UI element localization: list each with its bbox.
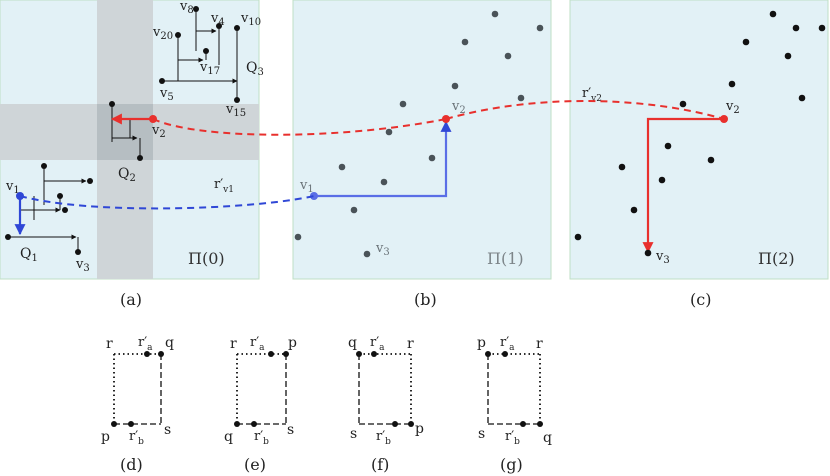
point-v5 xyxy=(159,78,165,84)
red-dashed-connector-2 xyxy=(445,100,725,120)
panel-c-region-label: Π(2) xyxy=(758,249,795,268)
panel-b-points xyxy=(294,10,544,258)
q3-staircase xyxy=(162,9,238,100)
caption-e: (e) xyxy=(244,455,266,474)
rect-e-tr: p xyxy=(288,335,297,351)
rect-d-br: s xyxy=(164,422,171,438)
panel-b-region-label: Π(1) xyxy=(487,249,524,268)
point-v17 xyxy=(203,48,209,54)
rect-f: q r s p r′a r′b (f) xyxy=(348,335,424,474)
rect-e-tl: r xyxy=(230,336,237,352)
rect-e-bl: q xyxy=(224,429,233,445)
panel-c-red-path xyxy=(642,117,724,254)
rect-g-br: q xyxy=(543,430,552,446)
rect-e-br: s xyxy=(287,422,294,438)
panel-c: v2 v3 r′v2 Π(2) xyxy=(569,0,829,280)
panel-b-blue-path xyxy=(314,120,452,198)
rect-d-tr: q xyxy=(165,335,174,351)
caption-g: (g) xyxy=(500,455,523,474)
point-v8 xyxy=(193,6,199,12)
q2-staircase xyxy=(111,104,141,158)
rect-g-ra: r′a xyxy=(500,335,515,353)
rect-d-ra: r′a xyxy=(138,335,153,353)
point-q1-a xyxy=(41,163,47,169)
caption-f: (f) xyxy=(371,455,389,474)
point-v10 xyxy=(234,25,240,31)
rect-e-rb: r′b xyxy=(254,429,269,447)
rect-d-tl: r xyxy=(106,336,113,352)
panel-c-points xyxy=(574,10,826,241)
point-q2-b xyxy=(137,155,143,161)
q1-points xyxy=(5,163,93,255)
point-q1-b xyxy=(87,178,93,184)
caption-c: (c) xyxy=(690,290,711,309)
caption-a: (a) xyxy=(120,290,142,309)
panel-a-region-label: Π(0) xyxy=(188,249,225,268)
point-q1-e xyxy=(5,234,11,240)
rect-e-ra: r′a xyxy=(250,335,265,353)
panel-c-background xyxy=(569,0,829,280)
point-v3-c xyxy=(644,249,652,257)
rect-g-rb: r′b xyxy=(505,429,520,447)
rect-g-tr: r xyxy=(536,336,543,352)
caption-d: (d) xyxy=(120,455,143,474)
point-v4 xyxy=(216,23,222,29)
point-v15 xyxy=(234,97,240,103)
rect-f-rb: r′b xyxy=(376,429,391,447)
panel-a: v8 v4 v10 v20 v17 v5 v15 Q3 v2 Q2 v1 Q1 … xyxy=(0,0,264,280)
rect-f-br: p xyxy=(415,421,424,437)
point-q2-a xyxy=(109,101,115,107)
rect-d-bl: p xyxy=(101,429,110,445)
point-v20 xyxy=(175,32,181,38)
label-Q3: Q3 xyxy=(246,60,264,78)
panel-b-background xyxy=(292,0,552,280)
panel-a-band-intersection xyxy=(97,104,153,160)
rect-f-ra: r′a xyxy=(370,335,385,353)
rect-e: r p q s r′a r′b (e) xyxy=(224,335,297,474)
rect-g-tl: p xyxy=(477,335,486,351)
rect-d: r q p s r′a r′b (d) xyxy=(101,335,174,474)
caption-b: (b) xyxy=(414,290,437,309)
q3-points xyxy=(159,6,240,103)
rect-d-rb: r′b xyxy=(129,429,144,447)
rect-f-bl: s xyxy=(350,426,357,442)
rect-g: p r s q r′a r′b (g) xyxy=(477,335,552,474)
blue-dashed-connector xyxy=(19,195,315,210)
red-dashed-connector-1 xyxy=(152,118,447,136)
rect-g-bl: s xyxy=(478,426,485,442)
point-q1-c xyxy=(57,193,63,199)
panel-b: v1 v2 v3 Π(1) xyxy=(292,0,552,280)
rect-f-tl: q xyxy=(348,335,357,351)
point-q1-d xyxy=(62,207,68,213)
point-v3-a xyxy=(75,249,81,255)
q2-points xyxy=(109,101,143,161)
rect-f-tr: r xyxy=(407,336,414,352)
point-v1-b xyxy=(310,192,318,200)
